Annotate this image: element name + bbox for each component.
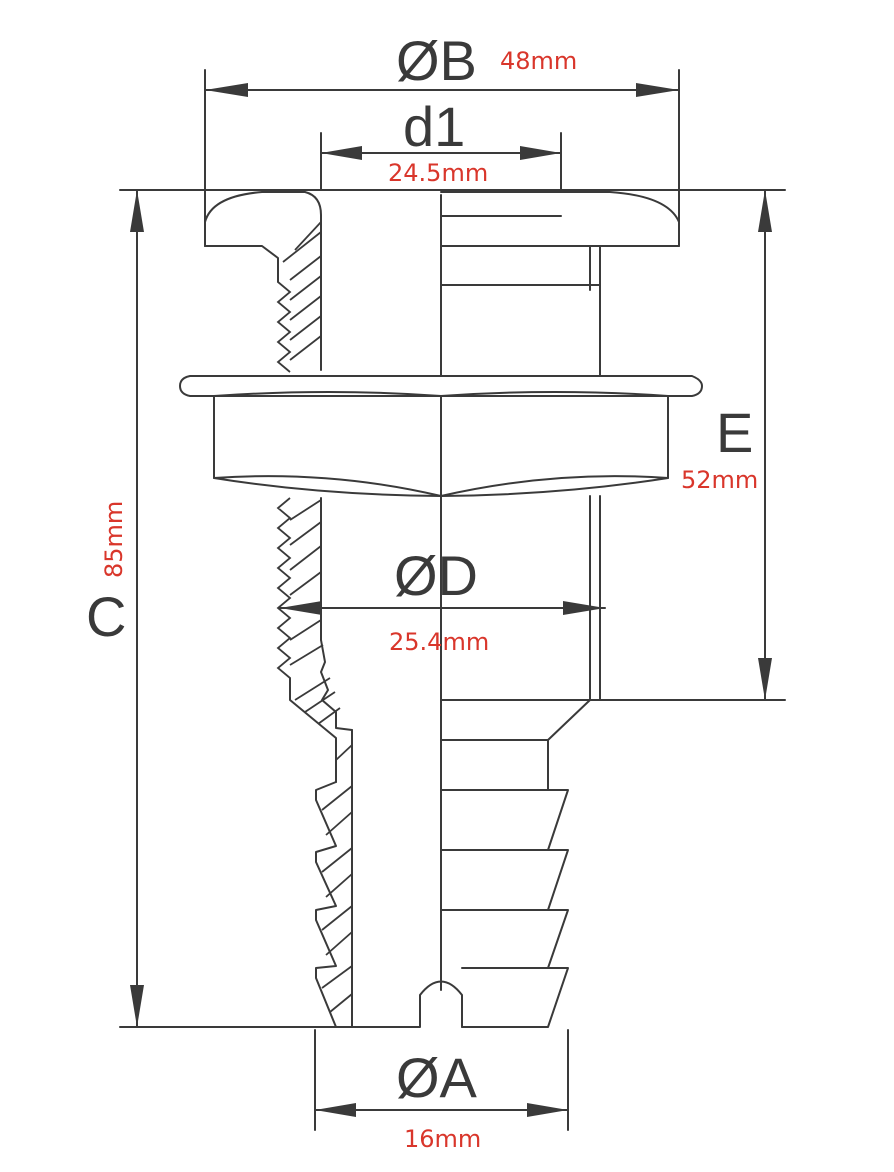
dimension-labels: ØB 48mm d1 24.5mm E 52mm C 85mm ØD 25.4m…: [86, 29, 758, 1153]
dimension-line-e: [758, 189, 772, 701]
value-b: 48mm: [500, 47, 577, 75]
label-c: C: [86, 585, 126, 648]
value-d: 25.4mm: [389, 628, 489, 656]
dimension-line-d1: [320, 146, 562, 160]
value-a: 16mm: [404, 1125, 481, 1153]
value-e: 52mm: [681, 466, 758, 494]
dimension-line-c: [130, 189, 144, 1028]
fitting-body: [179, 191, 703, 1028]
extension-lines: [119, 69, 786, 1131]
label-b: ØB: [396, 29, 477, 92]
dimension-line-b: [204, 83, 680, 97]
dimension-line-d: [279, 601, 606, 615]
label-e: E: [716, 401, 753, 464]
label-d1: d1: [403, 95, 465, 158]
label-d: ØD: [394, 544, 478, 607]
dimension-line-a: [314, 1103, 569, 1117]
value-c: 85mm: [100, 501, 128, 578]
value-d1: 24.5mm: [388, 159, 488, 187]
label-a: ØA: [396, 1046, 478, 1109]
